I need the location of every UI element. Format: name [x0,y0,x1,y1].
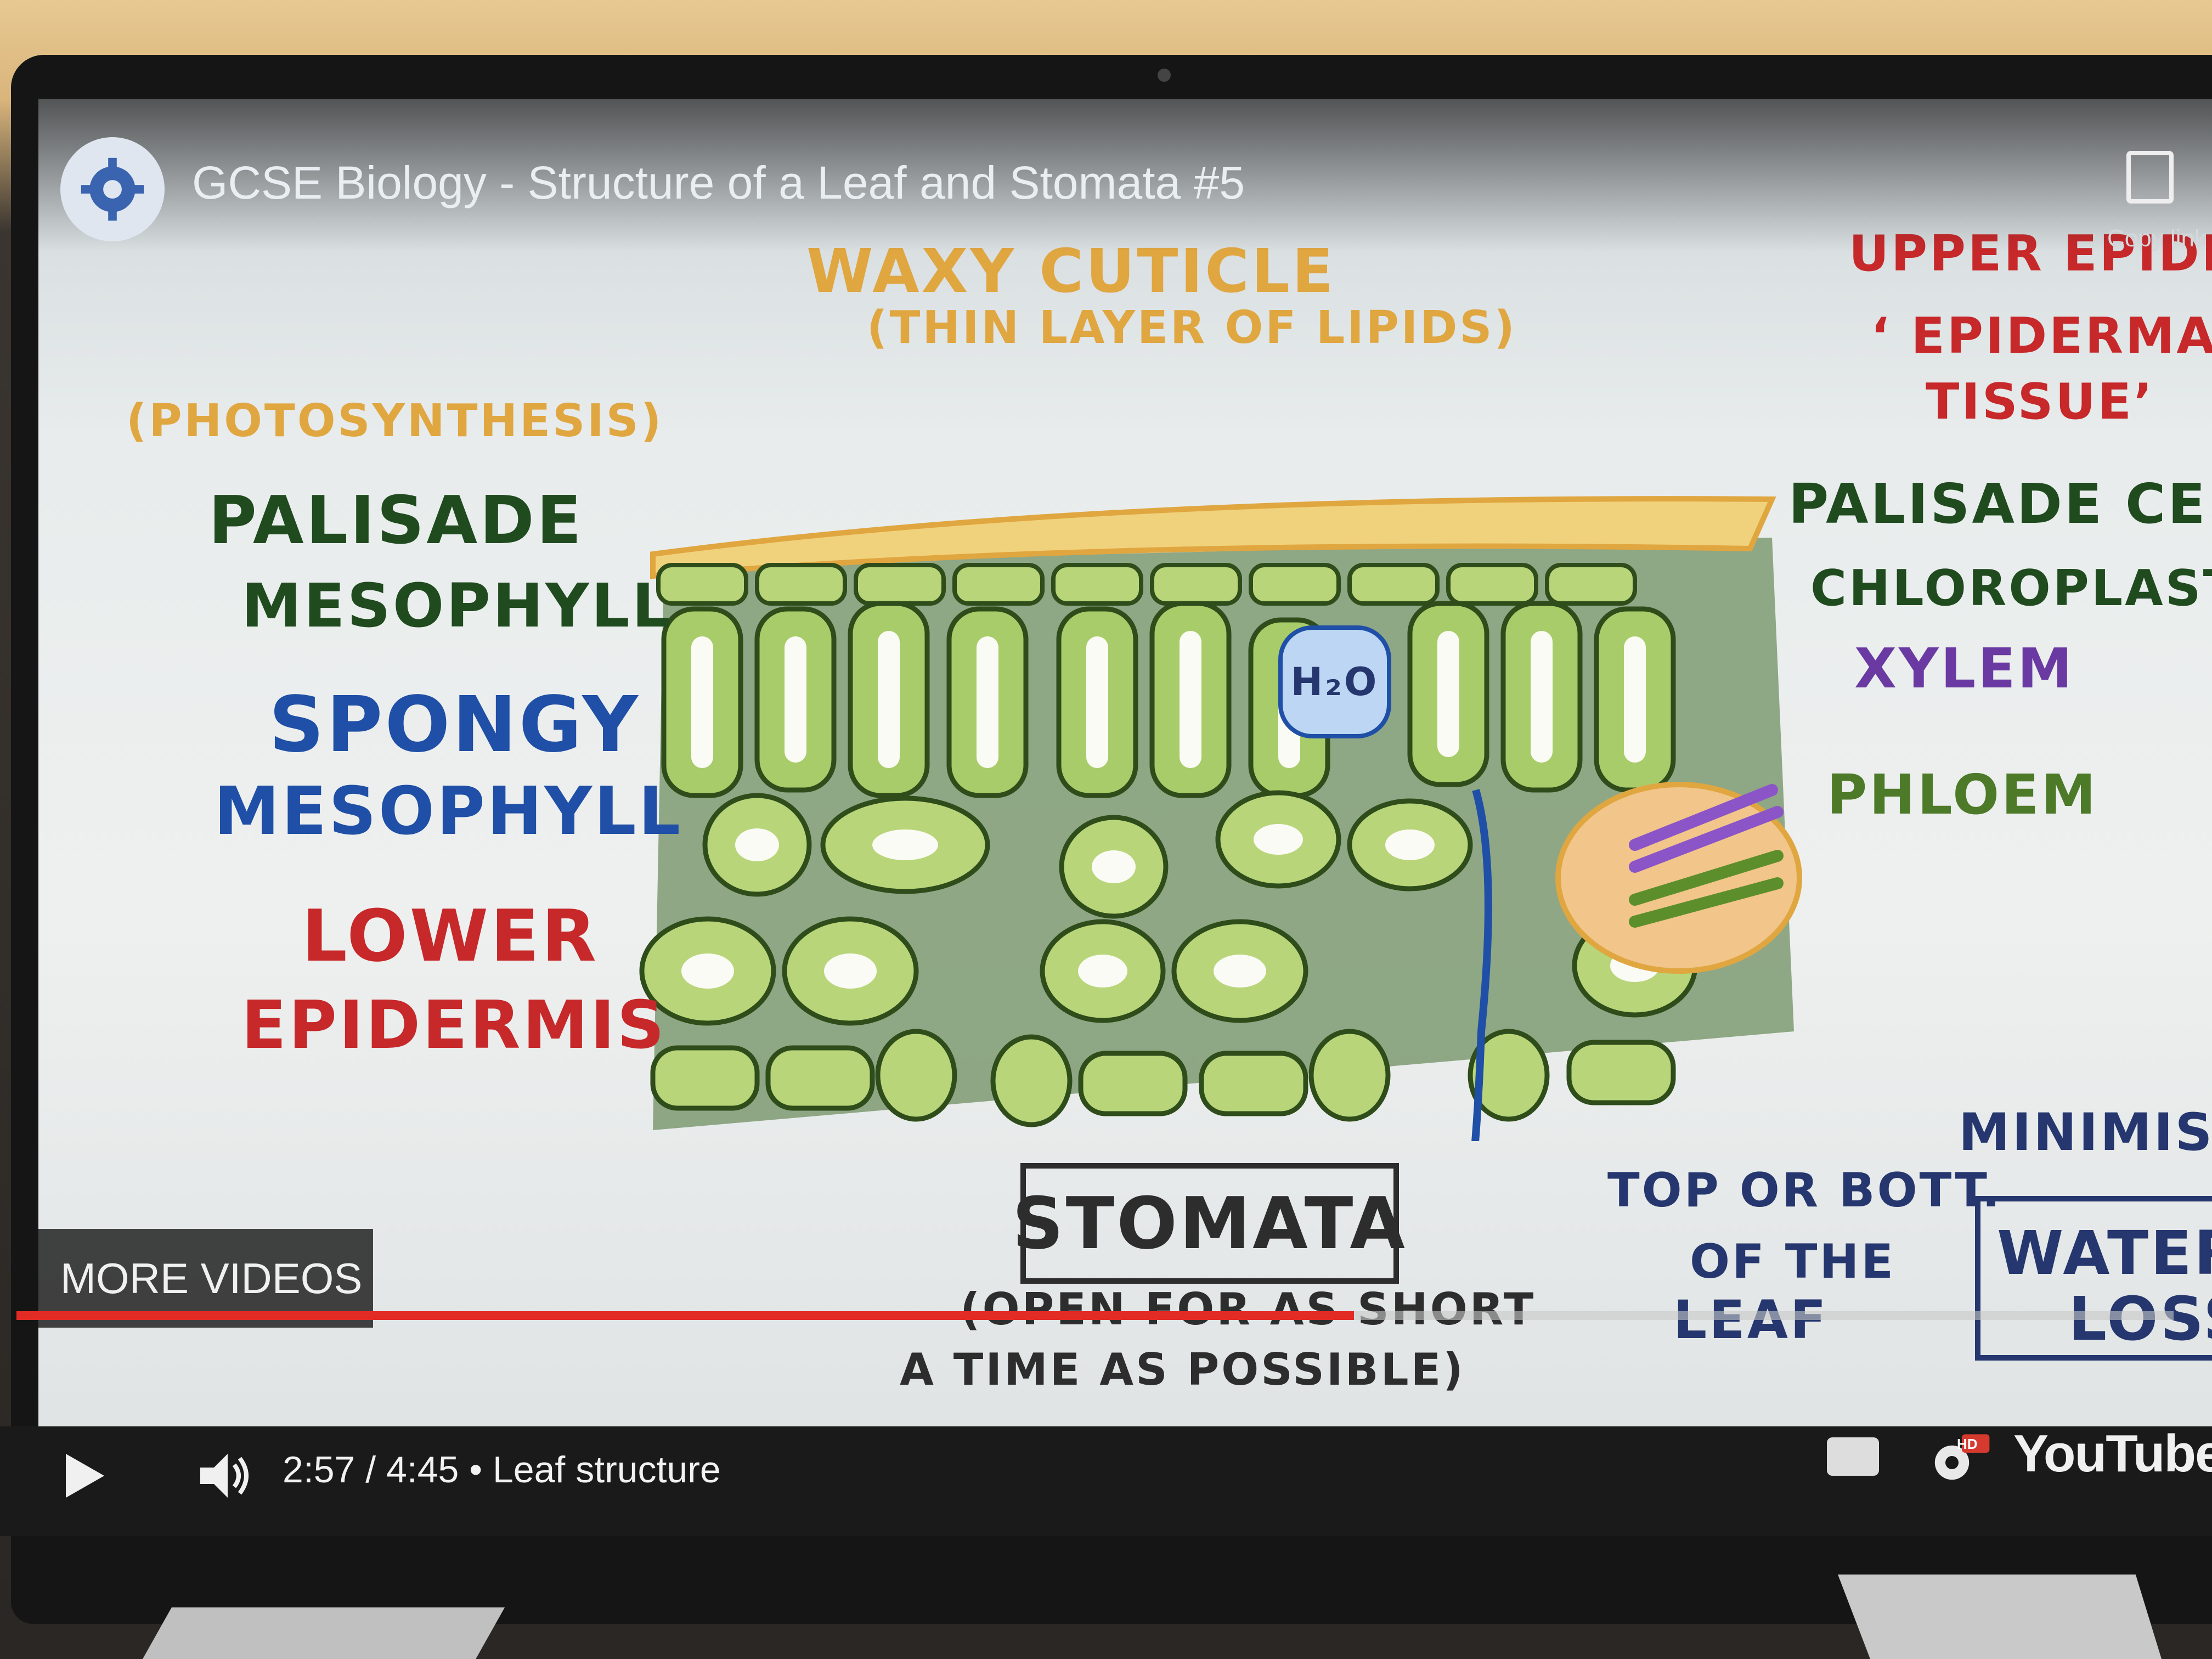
label-water: WATER [1997,1218,2212,1288]
label-lower-epidermis: EPIDERMIS [241,988,667,1064]
captions-icon[interactable] [1827,1437,1879,1476]
label-palisade: PALISADE [208,483,584,559]
label-phloem: PHLOEM [1827,763,2098,827]
label-top-or-bott: TOP OR BOTT. [1607,1163,2002,1218]
label-mesophyll: MESOPHYLL [241,571,673,641]
label-lower: LOWER [302,894,599,978]
progress-fill [16,1311,1354,1320]
youtube-logo[interactable]: YouTube [2013,1424,2212,1483]
leaf-cross-section [639,496,1802,1141]
label-open-2: A TIME AS POSSIBLE) [900,1344,1465,1395]
gear-logo-icon [81,157,144,221]
label-of-the: OF THE [1690,1234,1896,1289]
video-player[interactable]: WAXY CUTICLE (THIN LAYER OF LIPIDS) (PHO… [38,99,2212,1459]
label-xylem: XYLEM [1854,636,2075,701]
water-loss-box [1975,1196,2212,1361]
label-chloroplasts: CHLOROPLASTS [1810,560,2212,617]
time-display: 2:57 / 4:45 • Leaf structure [283,1449,721,1491]
label-stomata: STOMATA [1012,1182,1407,1265]
volume-icon[interactable] [195,1448,255,1503]
label-epidermal: ‘ EPIDERMAL [1871,307,2212,365]
stomata-box: STOMATA [1012,1163,1405,1284]
label-spongy: SPONGY [269,680,640,770]
label-open-1: (OPEN FOR AS SHORT [960,1284,1536,1335]
play-icon[interactable] [60,1448,110,1503]
settings-gear-icon[interactable] [1926,1426,1991,1492]
label-palisade-cells: PALISADE CELLS [1788,472,2212,536]
video-title[interactable]: GCSE Biology - Structure of a Leaf and S… [192,157,1245,208]
h2o-label: H₂O [1290,659,1379,704]
label-minimise: MINIMISE [1959,1103,2212,1163]
laptop-hinge-right [1838,1575,2162,1659]
label-photosynthesis: (PHOTOSYNTHESIS) [126,395,664,447]
copy-link-label[interactable]: Copy link [2107,225,2207,252]
hd-badge: HD [1957,1436,1978,1452]
label-tissue: TISSUE’ [1926,373,2155,431]
title-overlay [38,99,2212,252]
laptop-hinge-left [143,1607,505,1659]
copy-link-icon[interactable] [2126,151,2174,204]
channel-avatar[interactable] [60,137,165,241]
webcam [1158,69,1171,82]
h2o-badge: H₂O [1278,625,1391,738]
label-thin-layer: (THIN LAYER OF LIPIDS) [867,302,1517,354]
label-leaf: LEAF [1673,1289,1829,1351]
label-spongy-mesophyll: MESOPHYLL [214,774,683,850]
